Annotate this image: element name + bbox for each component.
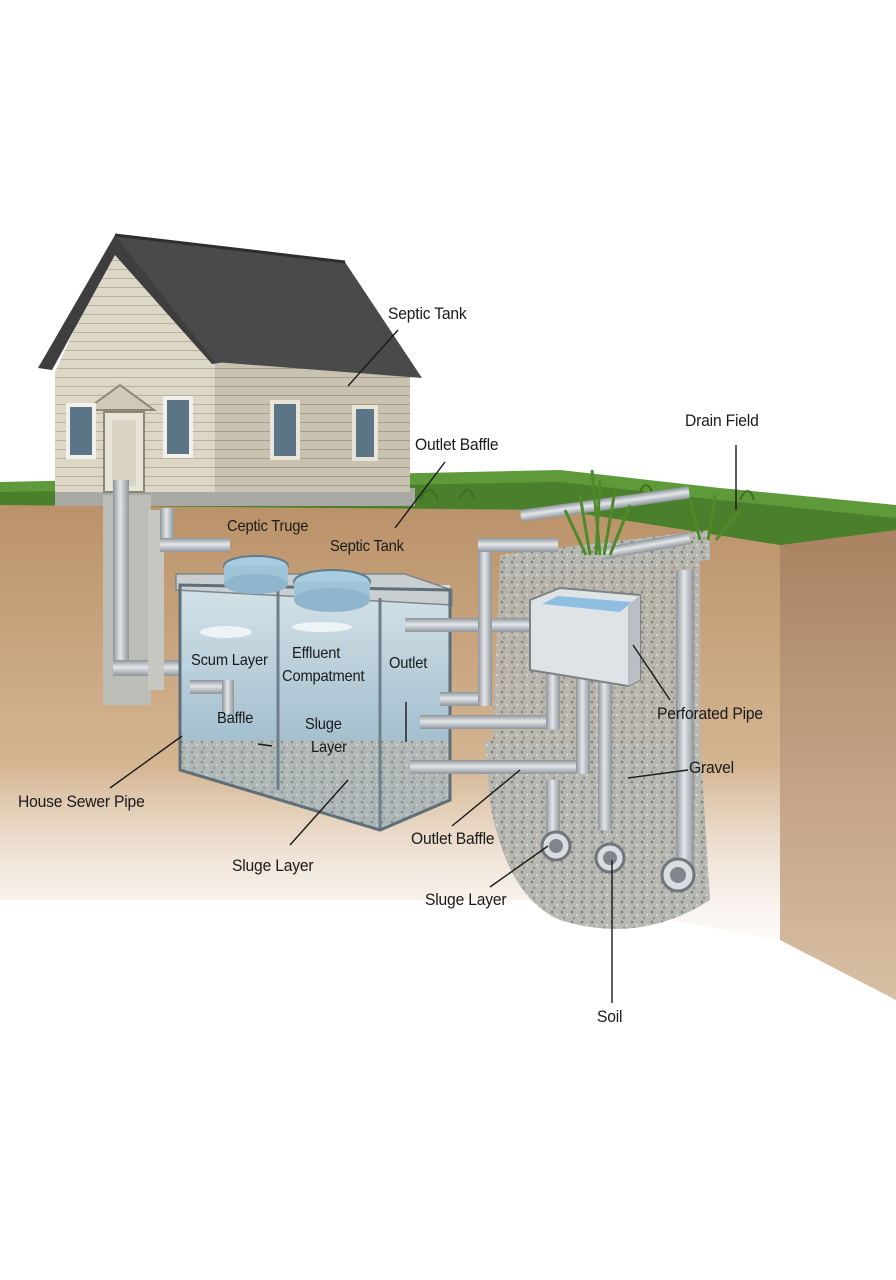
- label-septic-tank-top: Septic Tank: [388, 304, 467, 323]
- label-outlet: Outlet: [389, 655, 428, 672]
- label-scum-layer: Scum Layer: [191, 652, 268, 669]
- septic-tank: [175, 555, 453, 832]
- label-perforated-pipe: Perforated Pipe: [657, 704, 763, 723]
- leader-lines: [109, 329, 737, 1003]
- label-gravel: Gravel: [689, 758, 734, 777]
- label-outlet-baffle-top: Outlet Baffle: [415, 435, 499, 454]
- label-sludge-layer-right: Sluge Layer: [425, 890, 507, 909]
- label-outlet-baffle-bottom: Outlet Baffle: [411, 829, 495, 848]
- distribution-box: [529, 586, 641, 688]
- label-drain-field: Drain Field: [685, 411, 759, 430]
- label-house-sewer-pipe: House Sewer Pipe: [18, 792, 145, 811]
- label-ceptic-truge: Ceptic Truge: [227, 518, 309, 535]
- label-compartment: Compatment: [282, 668, 365, 685]
- house: [38, 233, 422, 506]
- label-sluge: Sluge: [305, 716, 342, 733]
- house-sewer-pipe: [103, 480, 230, 705]
- label-septic-tank-mid: Septic Tank: [330, 538, 404, 555]
- outlet-pipes: [405, 486, 696, 893]
- label-soil: Soil: [597, 1007, 623, 1026]
- label-layer: Layer: [311, 739, 347, 756]
- label-effluent: Effluent: [292, 645, 341, 662]
- label-sludge-layer-left: Sluge Layer: [232, 856, 314, 875]
- label-baffle: Baffle: [217, 710, 254, 727]
- grass-tuft: [563, 469, 742, 556]
